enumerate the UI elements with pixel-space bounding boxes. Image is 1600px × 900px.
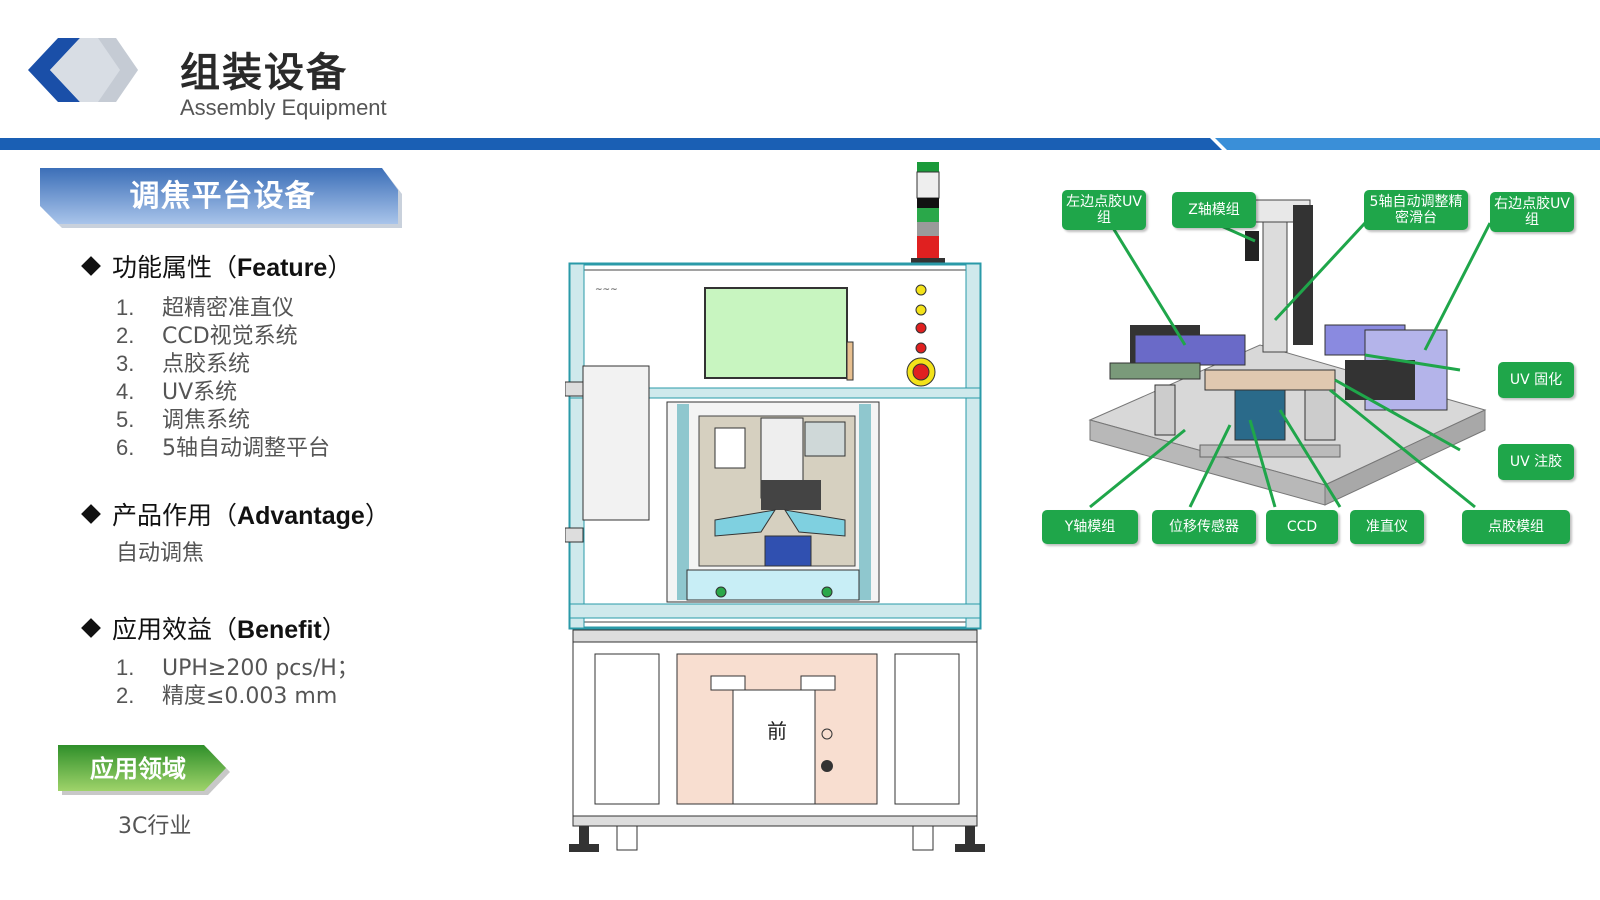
callout-displacement-sensor: 位移传感器 <box>1152 510 1256 544</box>
company-logo <box>28 38 138 102</box>
list-number: 5. <box>116 407 135 432</box>
list-text: 精度≤0.003 mm <box>162 684 338 709</box>
list-item: 5. 调焦系统 <box>116 406 330 434</box>
bullet-diamond-icon <box>81 504 101 524</box>
benefit-list: 1. UPH≥200 pcs/H； 2. 精度≤0.003 mm <box>116 654 359 710</box>
advantage-heading-close: ） <box>364 501 390 530</box>
advantage-heading-cn: 产品作用（ <box>112 501 238 530</box>
feature-heading: 功能属性（Feature） <box>81 248 353 284</box>
page-title: 组装设备 <box>180 50 348 96</box>
list-number: 4. <box>116 379 135 404</box>
benefit-heading-cn: 应用效益（ <box>112 615 238 644</box>
list-number: 2. <box>116 683 135 708</box>
application-tab-background <box>58 745 230 795</box>
list-item: 4. UV系统 <box>116 378 330 406</box>
page-subtitle: Assembly Equipment <box>180 95 387 120</box>
list-text: UV系统 <box>162 380 238 405</box>
list-item: 6. 5轴自动调整平台 <box>116 434 330 462</box>
callout-uv-inject: UV 注胶 <box>1498 444 1574 480</box>
callout-z-axis: Z轴模组 <box>1172 192 1256 228</box>
header-divider-band <box>0 138 1600 150</box>
section-title: 调焦平台设备 <box>129 179 316 214</box>
list-text: 5轴自动调整平台 <box>162 436 330 461</box>
assembly-3d-diagram <box>1088 199 1492 509</box>
callout-uv-cure: UV 固化 <box>1498 362 1574 398</box>
list-number: 2. <box>116 323 135 348</box>
advantage-heading-en: Advantage <box>237 502 365 530</box>
list-item: 2. CCD视觉系统 <box>116 322 330 350</box>
list-text: 超精密准直仪 <box>162 296 295 321</box>
list-item: 1. UPH≥200 pcs/H； <box>116 654 359 682</box>
bullet-diamond-icon <box>81 256 101 276</box>
advantage-heading: 产品作用（Advantage） <box>81 496 390 532</box>
benefit-heading-close: ） <box>321 615 347 644</box>
callout-ccd: CCD <box>1266 510 1338 544</box>
list-number: 3. <box>116 351 135 376</box>
list-item: 2. 精度≤0.003 mm <box>116 682 359 710</box>
callout-right-glue-uv: 右边点胶UV组 <box>1490 192 1574 232</box>
feature-heading-en: Feature <box>237 254 328 282</box>
svg-text:~~~: ~~~ <box>595 285 618 295</box>
advantage-text: 自动调焦 <box>116 541 205 566</box>
section-tab-background <box>40 168 402 228</box>
machine-front-view-drawing: ~~~ 前 <box>565 162 985 852</box>
door-mark: 前 <box>767 719 787 743</box>
list-text: CCD视觉系统 <box>162 324 298 349</box>
list-item: 1. 超精密准直仪 <box>116 294 330 322</box>
benefit-heading-en: Benefit <box>237 616 322 644</box>
bullet-diamond-icon <box>81 618 101 638</box>
list-item: 3. 点胶系统 <box>116 350 330 378</box>
application-text: 3C行业 <box>118 814 192 839</box>
callout-five-axis: 5轴自动调整精密滑台 <box>1364 190 1468 230</box>
list-text: UPH≥200 pcs/H； <box>162 656 359 681</box>
feature-list: 1.超精密准直仪 2.CCD视觉系统 3.点胶系统 4.UV系统 5.调焦系统 … <box>116 294 330 462</box>
feature-heading-close: ） <box>327 253 353 282</box>
callout-collimator: 准直仪 <box>1350 510 1424 544</box>
callout-left-glue-uv: 左边点胶UV组 <box>1062 190 1146 230</box>
list-number: 1. <box>116 295 135 320</box>
feature-heading-cn: 功能属性（ <box>112 253 238 282</box>
callout-glue-module: 点胶模组 <box>1462 510 1570 544</box>
list-text: 点胶系统 <box>162 352 251 377</box>
application-label: 应用领域 <box>90 755 186 783</box>
benefit-heading: 应用效益（Benefit） <box>81 610 347 646</box>
list-number: 6. <box>116 435 135 460</box>
callout-y-axis: Y轴模组 <box>1042 510 1138 544</box>
list-number: 1. <box>116 655 135 680</box>
list-text: 调焦系统 <box>162 408 251 433</box>
